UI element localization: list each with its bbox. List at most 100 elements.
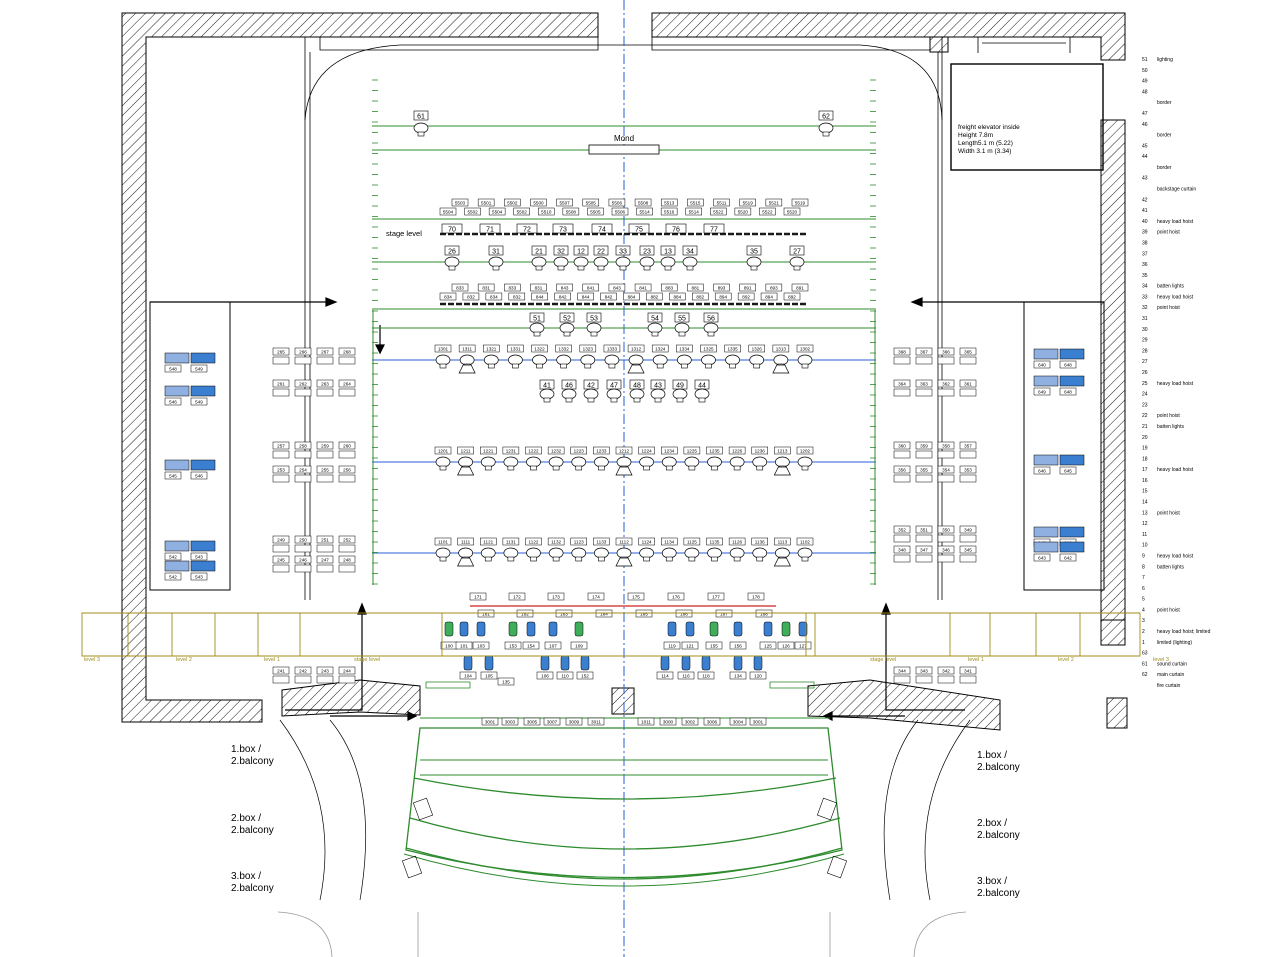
fixture-tag-label: 5511 (717, 201, 727, 206)
wing-fixture-icon (1059, 375, 1085, 387)
fixture-lamp-icon (752, 456, 768, 468)
fixture-tag-label: 843 (561, 286, 569, 291)
fixture-lamp-icon (561, 388, 577, 400)
fixture-tag (1033, 360, 1051, 369)
fixture-number-box (413, 110, 429, 121)
fixture-tag-label: 184 (600, 612, 608, 617)
fixture-tag-label: 842 (559, 295, 567, 300)
fixture-lamp-icon (573, 256, 589, 268)
spotlight-icon (627, 364, 645, 374)
fixture-tag-label: 843 (613, 286, 621, 291)
fixture-tag-label: 1322 (534, 347, 545, 352)
fixture-lamp-icon (703, 322, 719, 334)
fixture-lamp-icon (604, 354, 620, 366)
fixture-lamp-icon (606, 388, 622, 400)
fixture-tag (570, 537, 587, 546)
fixture-tag (483, 344, 500, 353)
fixture-tag (316, 474, 334, 483)
fixture-tag (294, 555, 312, 564)
legend-number: 41 (1142, 208, 1148, 214)
fixture-lamp-icon (586, 322, 602, 334)
fixture-number: 47 (610, 383, 618, 390)
fixture-tag (164, 471, 182, 480)
fixture-tag (915, 356, 933, 365)
fixture-tag (338, 465, 356, 474)
fixture-tag-label: 893 (718, 286, 726, 291)
fixture-tag-label: 249 (277, 538, 285, 543)
fixture-tag-label: 1321 (486, 347, 497, 352)
fixture-tag (543, 717, 561, 726)
fixture-number: 34 (686, 249, 694, 256)
fixture-tag (477, 609, 495, 618)
fixture-tag (294, 388, 312, 397)
fixture-lamp-icon (674, 322, 690, 334)
mond-label: Mond (614, 134, 634, 143)
fixture-tag-label: 259 (321, 444, 329, 449)
fixture-lamp-base (711, 556, 718, 562)
fixture-tag (294, 675, 312, 684)
legend-number: 36 (1142, 262, 1148, 268)
fixture-tag (661, 537, 678, 546)
fixture-tag (893, 356, 911, 365)
fixture-tag (338, 675, 356, 684)
fixture-lamp-base (533, 331, 541, 337)
fixture-tag-label: 643 (1038, 556, 1046, 561)
fixture-tag-label: 251 (321, 538, 329, 543)
fixture-tag (338, 347, 356, 356)
fixture-tag (1033, 466, 1051, 475)
fixture-tag-label: 246 (299, 558, 307, 563)
fixture-tag (676, 344, 693, 353)
fixture-number: 41 (543, 383, 551, 390)
fixture-tag (915, 441, 933, 450)
fixture-lamp-icon (553, 256, 569, 268)
spotlight-icon (615, 466, 633, 476)
pit-fixture-icon (574, 621, 584, 637)
right-proscenium-wall (807, 679, 1001, 731)
fixture-lamp-icon (458, 547, 473, 559)
fixture-number: 76 (672, 227, 680, 234)
pit-fixture-icon (508, 621, 518, 637)
fixture-tag (593, 446, 610, 455)
fixture-tag (677, 671, 695, 680)
fixture-tag (434, 537, 452, 546)
fixture-tag (713, 283, 730, 292)
fixture-tag-label: 126 (782, 644, 790, 649)
wing-fixture-icon (164, 560, 190, 572)
right-outer-wall (651, 12, 1126, 61)
fixture-lamp-base (552, 556, 560, 562)
fixture-tag (272, 675, 290, 684)
wing-fixture-icon (1033, 375, 1059, 387)
spotlight-icon (458, 364, 476, 374)
fixture-number: 33 (619, 249, 627, 256)
fixture-tag-label: 120 (754, 674, 762, 679)
fixture-tag (915, 554, 933, 563)
fixture-number: 75 (635, 227, 643, 234)
legend-number: 18 (1142, 456, 1148, 462)
fixture-tag-label: 1312 (631, 347, 642, 352)
fixture-tag-label: 1134 (664, 540, 674, 545)
fixture-tag (507, 344, 524, 353)
fixture-tag-label: 3009 (569, 720, 580, 725)
box-label-left-3a: 3.box / (231, 871, 261, 882)
fixture-tag (710, 207, 727, 216)
legend-number: 28 (1142, 348, 1148, 354)
fixture-tag (739, 283, 756, 292)
pit-fixture-icon (540, 655, 550, 671)
fixture-tag (1059, 466, 1077, 475)
fixture-tag-label: 648 (1064, 390, 1072, 395)
fixture-tag-label: 173 (552, 595, 560, 600)
legend-number: 31 (1142, 316, 1148, 322)
fixture-tag-label: 264 (343, 382, 351, 387)
fixture-lamp-base (598, 556, 605, 562)
fixture-tag-label: 545 (169, 474, 177, 479)
fixture-tag-label: 649 (1038, 390, 1046, 395)
wing-fixture-icon (1059, 454, 1085, 466)
fixture-tag (796, 344, 814, 353)
fixture-tag-label: 3001 (485, 720, 496, 725)
fixture-tag-label: 1225 (687, 449, 698, 454)
right-column (1106, 697, 1128, 729)
fixture-tag-label: 543 (195, 575, 203, 580)
fixture-tag (783, 292, 801, 301)
fixture-number: 26 (448, 249, 456, 256)
